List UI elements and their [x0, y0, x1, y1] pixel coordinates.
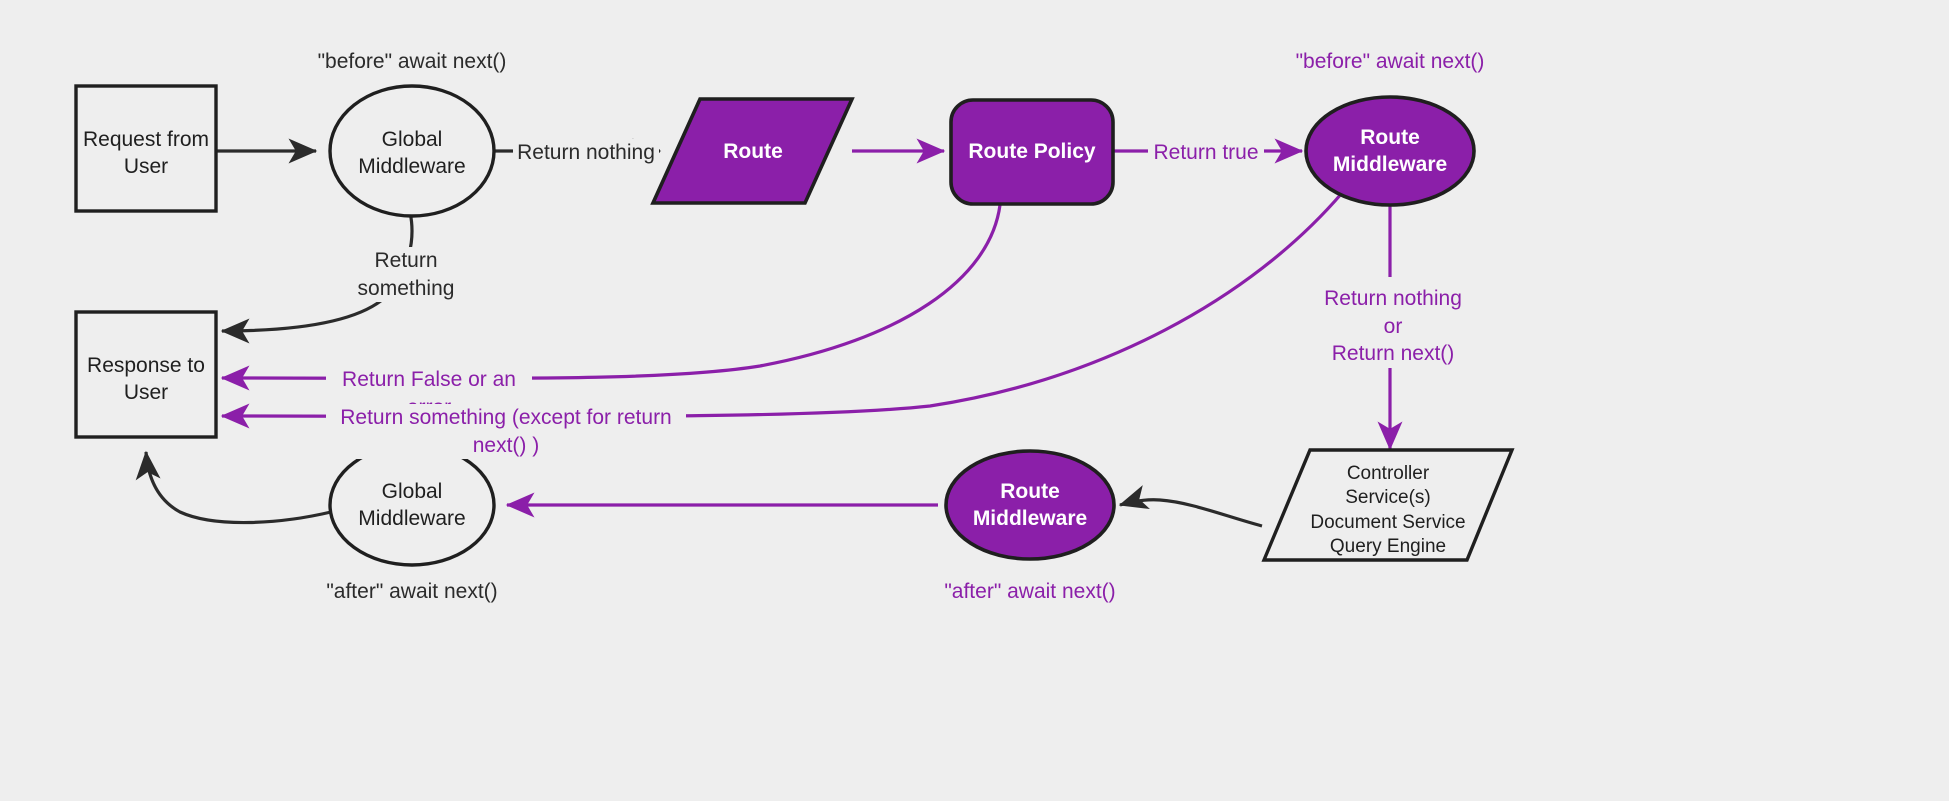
node-route-policy[interactable]	[949, 98, 1115, 206]
node-response-to-user[interactable]	[74, 310, 218, 439]
annotation-before-await-next-route: "before" await next()	[1295, 50, 1485, 73]
node-controller-stack[interactable]	[1261, 448, 1515, 562]
edge-label-return-something: Return something	[322, 247, 490, 303]
edge-controller-to-route-middleware-bottom	[1118, 485, 1263, 528]
annotation-after-await-next-global: "after" await next()	[326, 580, 498, 603]
node-route[interactable]	[650, 97, 855, 205]
node-route-middleware-bottom[interactable]	[944, 449, 1116, 561]
node-route-middleware-top[interactable]	[1304, 95, 1476, 207]
edge-label-return-nothing: Return nothing	[513, 139, 659, 167]
edge-label-return-nothing-or-next: Return nothing or Return next()	[1310, 285, 1476, 369]
edge-global-middleware-bottom-to-response	[135, 450, 332, 525]
annotation-after-await-next-route: "after" await next()	[944, 580, 1116, 603]
edge-label-return-true: Return true	[1148, 139, 1264, 167]
edge-label-return-something-except-next: Return something (except for return next…	[326, 404, 686, 460]
annotation-before-await-next-global: "before" await next()	[317, 50, 507, 73]
node-global-middleware-top[interactable]	[328, 84, 496, 218]
node-request-from-user[interactable]	[74, 84, 218, 213]
node-global-middleware-bottom[interactable]	[328, 443, 496, 567]
